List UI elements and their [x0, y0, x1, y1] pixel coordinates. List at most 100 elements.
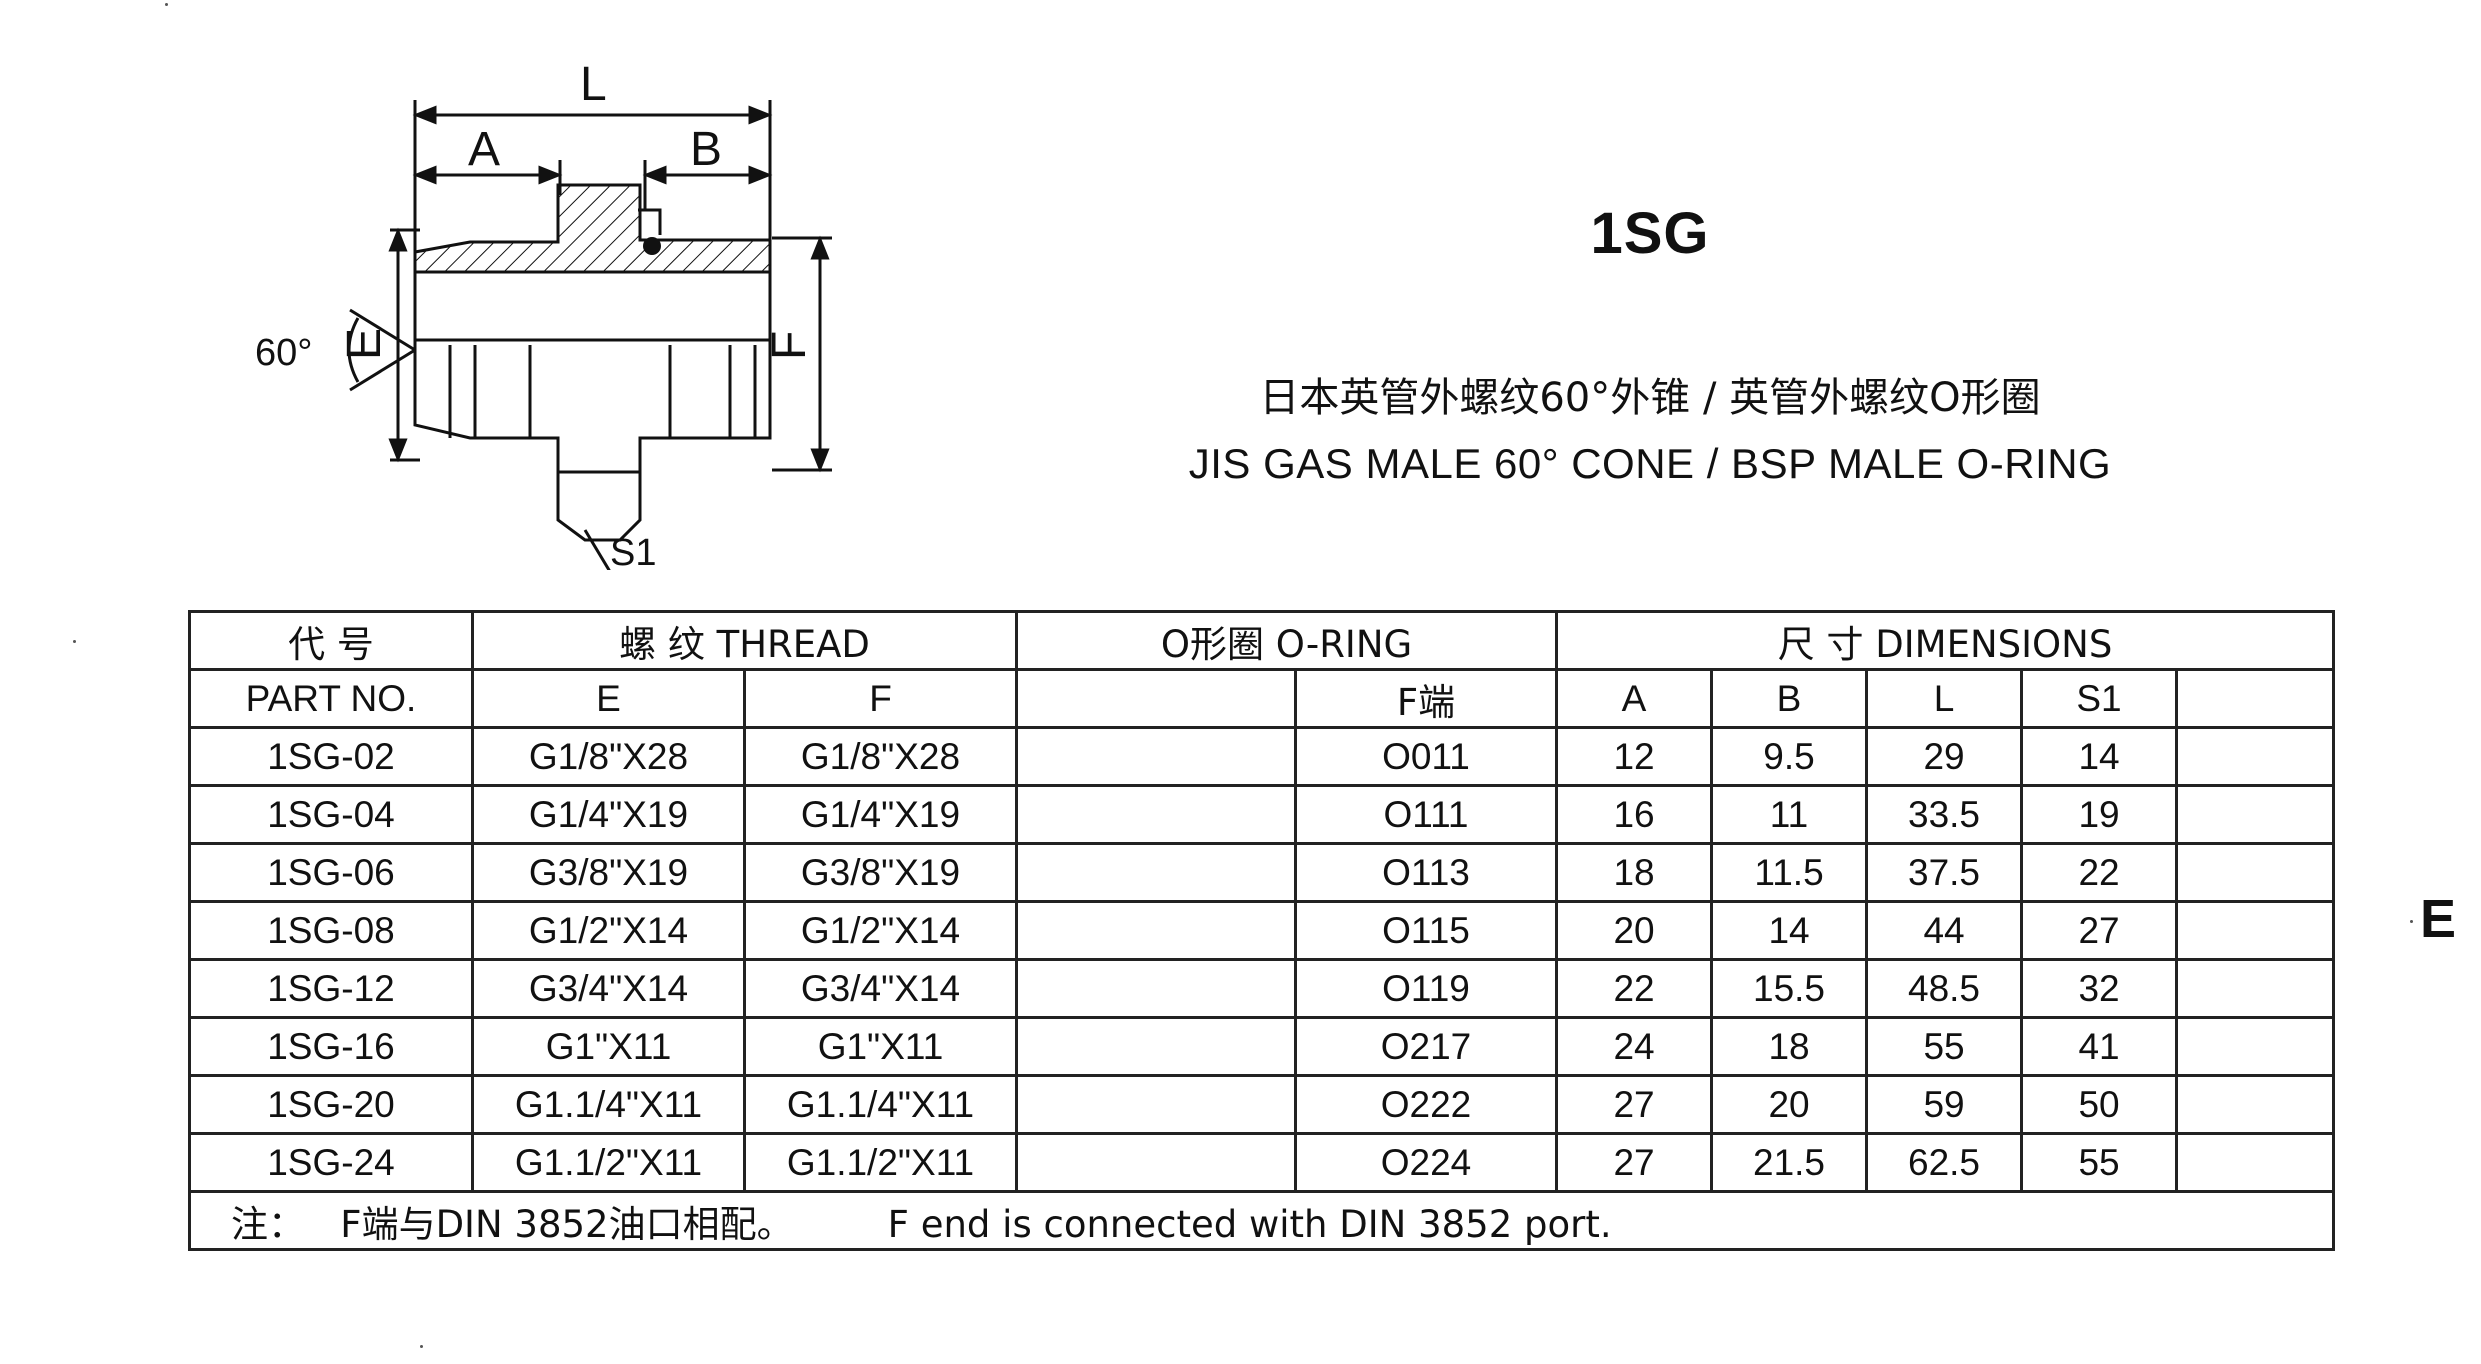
cell-A: 22 [1555, 958, 1714, 1019]
header-part-code-cn: 代 号 [188, 610, 474, 671]
cell-A: 12 [1555, 726, 1714, 787]
cell-E: G1.1/4"X11 [471, 1074, 746, 1135]
cell-extra [2175, 784, 2336, 845]
cell-oring: O217 [1293, 1016, 1559, 1077]
cell-S1: 27 [2020, 900, 2179, 961]
table-footnote: 注： F端与DIN 3852油口相配。 F end is connected w… [187, 1190, 2336, 1251]
cell-part: 1SG-06 [188, 842, 474, 903]
header-part-no: PART NO. [188, 668, 474, 729]
cell-extra [2175, 1074, 2336, 1135]
header-F: F [743, 668, 1018, 729]
cell-B: 9.5 [1710, 726, 1869, 787]
cell-F: G1/4"X19 [743, 784, 1018, 845]
cell-F: G1/2"X14 [743, 900, 1018, 961]
cell-part: 1SG-24 [188, 1132, 474, 1193]
product-description-english: JIS GAS MALE 60° CONE / BSP MALE O-RING [1188, 440, 2112, 487]
header-thread: 螺 纹 THREAD [471, 610, 1018, 671]
cell-F: G1"X11 [743, 1016, 1018, 1077]
cell-extra [2175, 958, 2336, 1019]
cell-B: 11.5 [1710, 842, 1869, 903]
cell-E: G1/2"X14 [471, 900, 746, 961]
cell-E: G1"X11 [471, 1016, 746, 1077]
table-header-row-2: PART NO. E F F端 A B L S1 [188, 668, 2336, 729]
table-header-row-1: 代 号 螺 纹 THREAD O形圈 O-RING 尺 寸 DIMENSIONS [188, 610, 2336, 671]
cell-E: G1/8"X28 [471, 726, 746, 787]
cell-E: G1.1/2"X11 [471, 1132, 746, 1193]
cell-extra [2175, 900, 2336, 961]
cell-B: 14 [1710, 900, 1869, 961]
cell-B: 15.5 [1710, 958, 1869, 1019]
cell-A: 18 [1555, 842, 1714, 903]
cell-F: G3/4"X14 [743, 958, 1018, 1019]
header-F-end: F端 [1293, 668, 1559, 729]
cell-B: 18 [1710, 1016, 1869, 1077]
cell-S1: 55 [2020, 1132, 2179, 1193]
cell-oring-blank [1015, 900, 1297, 961]
cell-L: 33.5 [1865, 784, 2024, 845]
cell-oring: O113 [1293, 842, 1559, 903]
product-description-chinese: 日本英管外螺纹60°外锥 / 英管外螺纹O形圈 [1259, 375, 2041, 421]
scan-speck [165, 3, 168, 6]
cell-L: 37.5 [1865, 842, 2024, 903]
cell-oring-blank [1015, 1074, 1297, 1135]
cell-oring: O119 [1293, 958, 1559, 1019]
cell-L: 62.5 [1865, 1132, 2024, 1193]
cell-F: G1/8"X28 [743, 726, 1018, 787]
cell-oring: O111 [1293, 784, 1559, 845]
cell-E: G1/4"X19 [471, 784, 746, 845]
cell-F: G3/8"X19 [743, 842, 1018, 903]
cell-S1: 32 [2020, 958, 2179, 1019]
cell-S1: 41 [2020, 1016, 2179, 1077]
header-B: B [1710, 668, 1869, 729]
cell-E: G3/8"X19 [471, 842, 746, 903]
label-S1: S1 [610, 532, 656, 570]
cell-L: 59 [1865, 1074, 2024, 1135]
cell-L: 48.5 [1865, 958, 2024, 1019]
cell-E: G3/4"X14 [471, 958, 746, 1019]
cell-B: 11 [1710, 784, 1869, 845]
cell-part: 1SG-04 [188, 784, 474, 845]
header-oring-blank [1015, 668, 1297, 729]
label-E: E [338, 328, 391, 360]
label-angle: 60° [255, 332, 312, 374]
scan-speck [2410, 920, 2413, 923]
header-oring: O形圈 O-RING [1014, 610, 1559, 671]
cell-S1: 22 [2020, 842, 2179, 903]
cell-part: 1SG-20 [188, 1074, 474, 1135]
table-note-row: 注： F端与DIN 3852油口相配。 F end is connected w… [187, 1190, 2336, 1251]
cell-extra [2175, 1016, 2336, 1077]
cell-oring: O011 [1293, 726, 1559, 787]
cell-L: 29 [1865, 726, 2024, 787]
cell-oring-blank [1015, 784, 1297, 845]
dimensions-table: 代 号 螺 纹 THREAD O形圈 O-RING 尺 寸 DIMENSIONS… [187, 610, 2336, 1251]
cell-oring-blank [1015, 726, 1297, 787]
label-F: F [763, 331, 816, 360]
section-marker-letter: E [2420, 889, 2457, 949]
cell-L: 55 [1865, 1016, 2024, 1077]
cell-S1: 19 [2020, 784, 2179, 845]
cell-A: 16 [1555, 784, 1714, 845]
cell-L: 44 [1865, 900, 2024, 961]
cell-oring: O224 [1293, 1132, 1559, 1193]
header-S1: S1 [2020, 668, 2179, 729]
cell-part: 1SG-16 [188, 1016, 474, 1077]
cell-extra [2175, 726, 2336, 787]
cell-S1: 50 [2020, 1074, 2179, 1135]
cell-F: G1.1/4"X11 [743, 1074, 1018, 1135]
fitting-cross-section-drawing: L A B 60° E F S1 [255, 60, 832, 570]
label-B: B [690, 123, 722, 176]
cell-S1: 14 [2020, 726, 2179, 787]
header-A: A [1555, 668, 1714, 729]
header-extra [2175, 668, 2336, 729]
cell-extra [2175, 842, 2336, 903]
cell-F: G1.1/2"X11 [743, 1132, 1018, 1193]
cell-oring-blank [1015, 1016, 1297, 1077]
cell-A: 27 [1555, 1132, 1714, 1193]
